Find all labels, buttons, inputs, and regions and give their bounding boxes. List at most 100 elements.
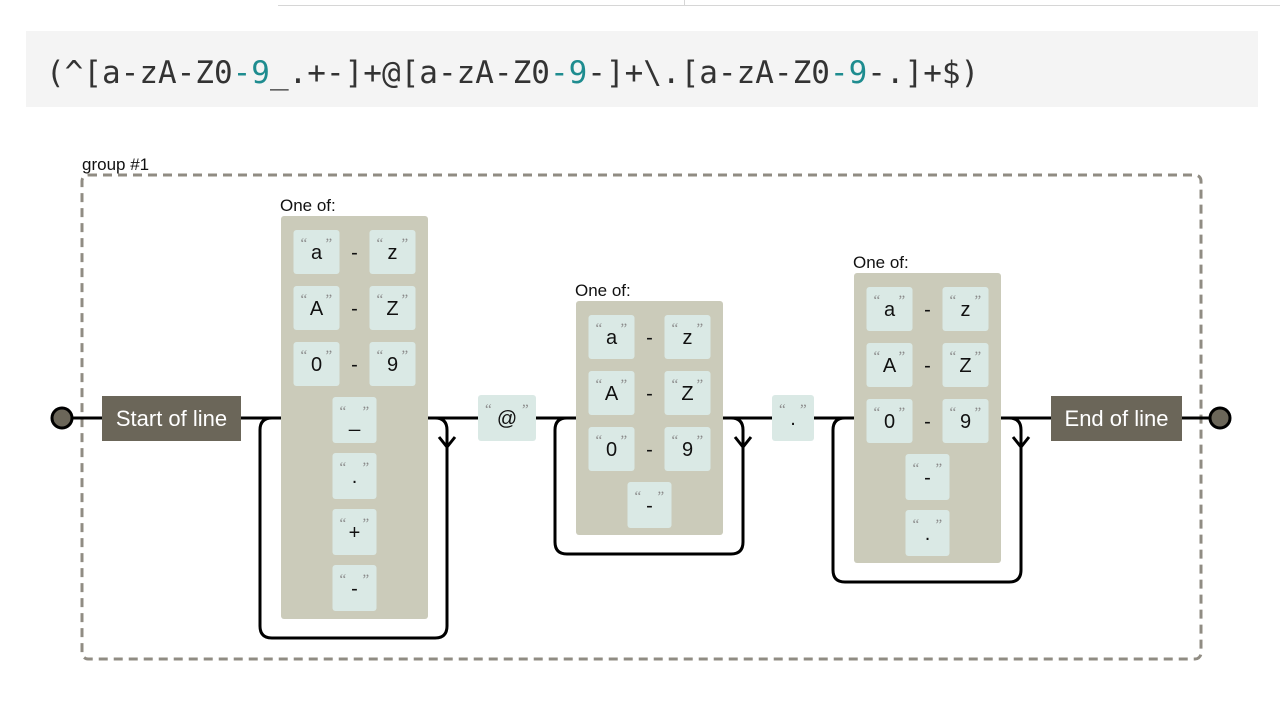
range-end-literal: “”9 — [369, 342, 416, 386]
single-char-literal-text: - — [351, 578, 358, 600]
single-char-literal-box — [332, 565, 377, 611]
single-char-literal-box — [332, 509, 377, 555]
range-start-literal-box — [588, 371, 635, 415]
single-char-literal-text: - — [924, 467, 931, 489]
range-start-literal: “”a — [293, 230, 340, 274]
range-end-literal-box — [942, 343, 989, 387]
range-start-literal-box — [866, 287, 913, 331]
top-divider-tick — [684, 0, 685, 6]
loop-arrow — [1011, 436, 1031, 450]
range-dash: - — [646, 439, 653, 461]
close-quote-mark: ” — [621, 321, 628, 337]
range-end-literal-box — [664, 371, 711, 415]
open-quote-mark: “ — [596, 433, 603, 449]
range-end-literal: “”9 — [942, 399, 989, 443]
regex-segment: _.+-]+@[a-zA-Z0 — [269, 55, 550, 91]
open-quote-mark: “ — [874, 349, 881, 365]
open-quote-mark: “ — [874, 293, 881, 309]
range-end-literal-text: 9 — [387, 354, 398, 376]
range-end-literal-text: z — [961, 299, 971, 321]
one-of-label: One of: — [853, 253, 909, 272]
regex-segment: -]+\.[a-zA-Z0 — [587, 55, 830, 91]
range-dash: - — [351, 354, 358, 376]
range-dash: - — [924, 411, 931, 433]
open-quote-mark: “ — [377, 292, 384, 308]
range-start-literal-text: A — [310, 298, 324, 320]
open-quote-mark: “ — [340, 404, 347, 420]
close-quote-mark: ” — [697, 433, 704, 449]
range-start-literal: “”0 — [866, 399, 913, 443]
range-end-literal: “”Z — [942, 343, 989, 387]
single-char-literal-box — [905, 454, 950, 500]
start-of-line-label: Start of line — [116, 406, 227, 431]
at-sign-literal: “”@ — [478, 395, 536, 441]
range-start-literal-text: A — [883, 355, 897, 377]
open-quote-mark: “ — [950, 293, 957, 309]
range-end-literal: “”z — [942, 287, 989, 331]
range-end-literal: “”Z — [664, 371, 711, 415]
range-end-literal-box — [664, 427, 711, 471]
regex-input-bar[interactable] — [26, 31, 1258, 107]
single-char-literal-text: + — [349, 522, 361, 544]
single-char-literal: “”_ — [332, 397, 377, 443]
close-quote-mark: ” — [899, 293, 906, 309]
at-sign-literal-box — [478, 395, 536, 441]
regex-expression[interactable]: (^[a-zA-Z0-9_.+-]+@[a-zA-Z0-9-]+\.[a-zA-… — [46, 53, 979, 93]
range-end-literal-box — [942, 399, 989, 443]
open-quote-mark: “ — [485, 402, 492, 418]
open-quote-mark: “ — [340, 516, 347, 532]
range-start-literal-box — [588, 315, 635, 359]
open-quote-mark: “ — [377, 236, 384, 252]
range-start-literal-box — [866, 343, 913, 387]
range-start-literal: “”A — [293, 286, 340, 330]
single-char-literal-box — [905, 510, 950, 556]
range-start-literal-box — [293, 230, 340, 274]
regex-highlight-segment: -9 — [232, 55, 270, 91]
open-quote-mark: “ — [301, 236, 308, 252]
range-end-literal-text: z — [388, 242, 398, 264]
range-end-literal-text: Z — [681, 383, 693, 405]
close-quote-mark: ” — [975, 405, 982, 421]
range-end-literal-box — [664, 315, 711, 359]
single-char-literal: “”+ — [332, 509, 377, 555]
open-quote-mark: “ — [913, 517, 920, 533]
close-quote-mark: ” — [658, 489, 665, 505]
range-start-literal: “”a — [866, 287, 913, 331]
single-char-literal: “”- — [332, 565, 377, 611]
open-quote-mark: “ — [635, 489, 642, 505]
range-start-literal-box — [588, 427, 635, 471]
open-quote-mark: “ — [340, 460, 347, 476]
range-end-literal-text: Z — [959, 355, 971, 377]
range-end-literal: “”z — [664, 315, 711, 359]
range-start-literal-text: a — [606, 327, 618, 349]
single-char-literal-box — [332, 453, 377, 499]
range-end-literal-text: z — [683, 327, 693, 349]
loop-arrow — [437, 436, 457, 450]
range-start-literal-text: A — [605, 383, 619, 405]
range-dash: - — [924, 355, 931, 377]
range-start-literal-text: 0 — [884, 411, 895, 433]
open-quote-mark: “ — [874, 405, 881, 421]
range-start-literal: “”a — [588, 315, 635, 359]
close-quote-mark: ” — [363, 460, 370, 476]
close-quote-mark: ” — [363, 572, 370, 588]
single-char-literal-box — [332, 397, 377, 443]
end-terminal — [1208, 406, 1232, 430]
close-quote-mark: ” — [363, 404, 370, 420]
open-quote-mark: “ — [672, 377, 679, 393]
range-start-literal-box — [293, 286, 340, 330]
single-char-literal-text: . — [925, 523, 931, 545]
range-start-literal: “”A — [866, 343, 913, 387]
close-quote-mark: ” — [800, 402, 807, 418]
close-quote-mark: ” — [621, 433, 628, 449]
range-dash: - — [924, 299, 931, 321]
close-quote-mark: ” — [326, 292, 333, 308]
range-end-literal-box — [369, 342, 416, 386]
close-quote-mark: ” — [402, 348, 409, 364]
range-end-literal-box — [369, 286, 416, 330]
single-char-literal: “”- — [905, 454, 950, 500]
open-quote-mark: “ — [913, 461, 920, 477]
range-start-literal-box — [293, 342, 340, 386]
close-quote-mark: ” — [402, 292, 409, 308]
regex-segment: (^[a-zA-Z0 — [46, 55, 233, 91]
